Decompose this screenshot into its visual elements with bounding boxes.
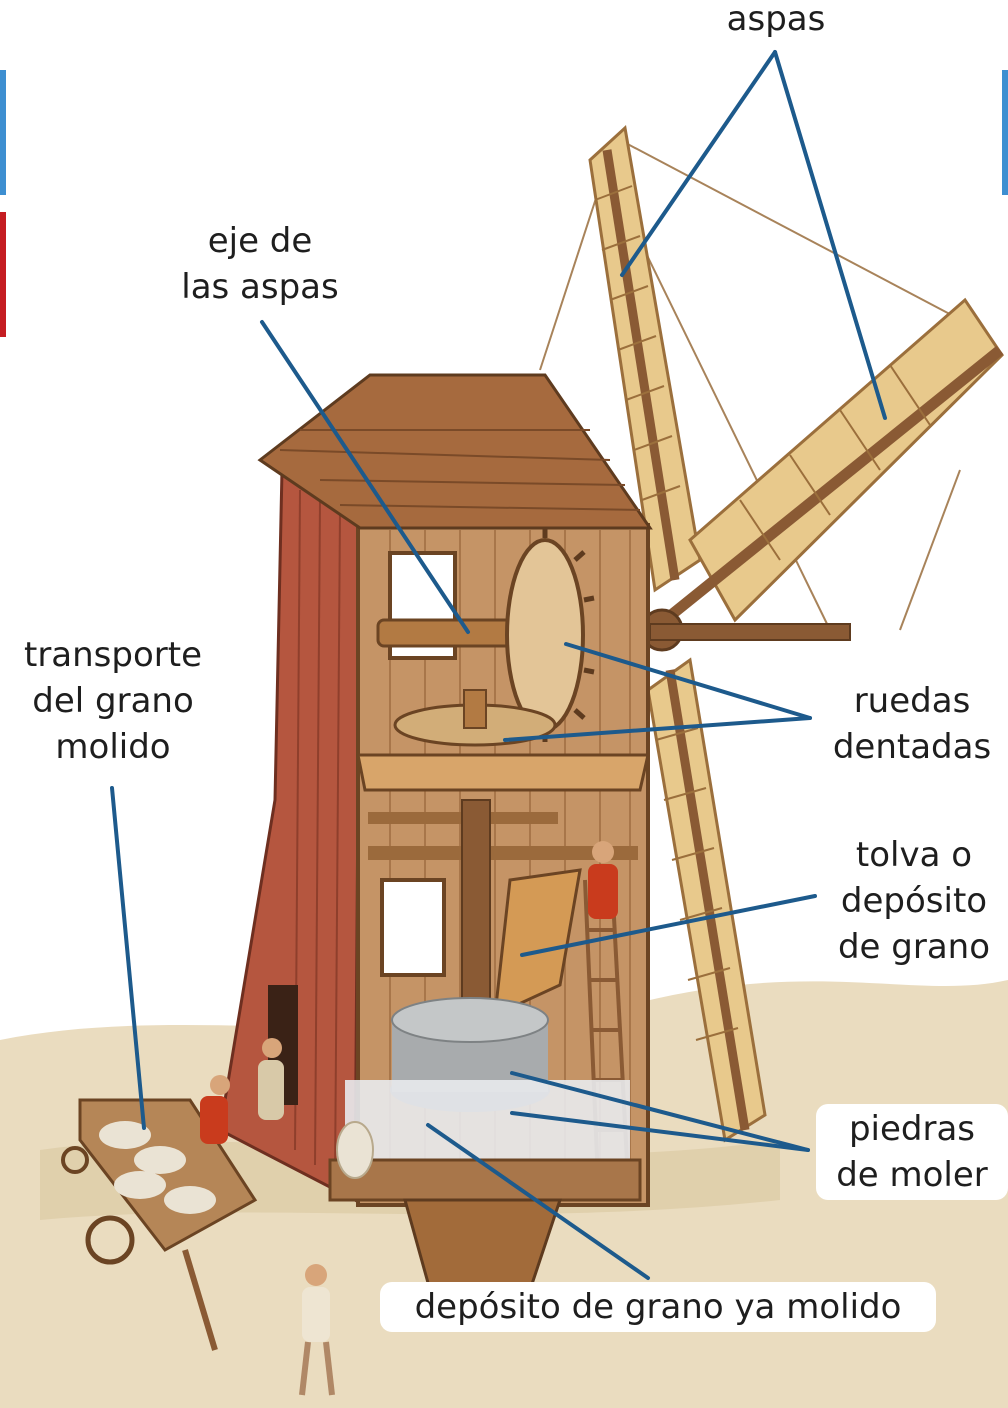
flour-deposit <box>345 1080 630 1160</box>
left-red-accent <box>0 212 6 337</box>
label-deposito-grano-molido: depósito de grano ya molido <box>380 1282 936 1332</box>
upper-beam <box>368 846 638 860</box>
label-transporte: transporte del grano molido <box>23 635 203 767</box>
label-eje-de-las-aspas: eje de las aspas <box>181 221 339 307</box>
sail-right <box>661 297 1004 625</box>
label-tolva: tolva o depósito de grano <box>820 830 1008 972</box>
sail-lower <box>646 657 767 1143</box>
vertical-gear-wheel <box>505 538 585 732</box>
axle-stub <box>649 623 851 641</box>
label-piedras-de-moler: piedras de moler <box>816 1104 1008 1200</box>
leader-deposito <box>426 1123 650 1280</box>
millstone-top <box>391 997 549 1043</box>
worker-figures <box>200 1038 335 1396</box>
hopper <box>493 868 582 1018</box>
upper-floor <box>356 753 650 792</box>
gear-spindle <box>463 689 487 729</box>
leader-aspas-upper <box>620 50 777 277</box>
leader-piedras-upper <box>510 1071 810 1152</box>
left-blue-accent <box>0 70 6 195</box>
lower-window <box>380 878 446 977</box>
label-aspas: aspas <box>726 0 826 39</box>
leader-ruedas-vertical <box>564 642 812 720</box>
roof <box>257 373 653 530</box>
label-ruedas-dentadas: ruedas dentadas <box>816 676 1008 772</box>
leader-lines <box>110 50 887 1280</box>
leader-transporte <box>110 786 146 1130</box>
leader-eje <box>260 320 470 634</box>
leader-ruedas-horizontal <box>503 716 812 742</box>
leader-tolva <box>520 894 817 957</box>
leader-aspas-right <box>773 50 887 420</box>
right-blue-accent <box>1002 70 1008 195</box>
leader-piedras-lower <box>510 1111 810 1152</box>
miller-figure <box>588 841 618 919</box>
flour-sack <box>336 1121 374 1179</box>
